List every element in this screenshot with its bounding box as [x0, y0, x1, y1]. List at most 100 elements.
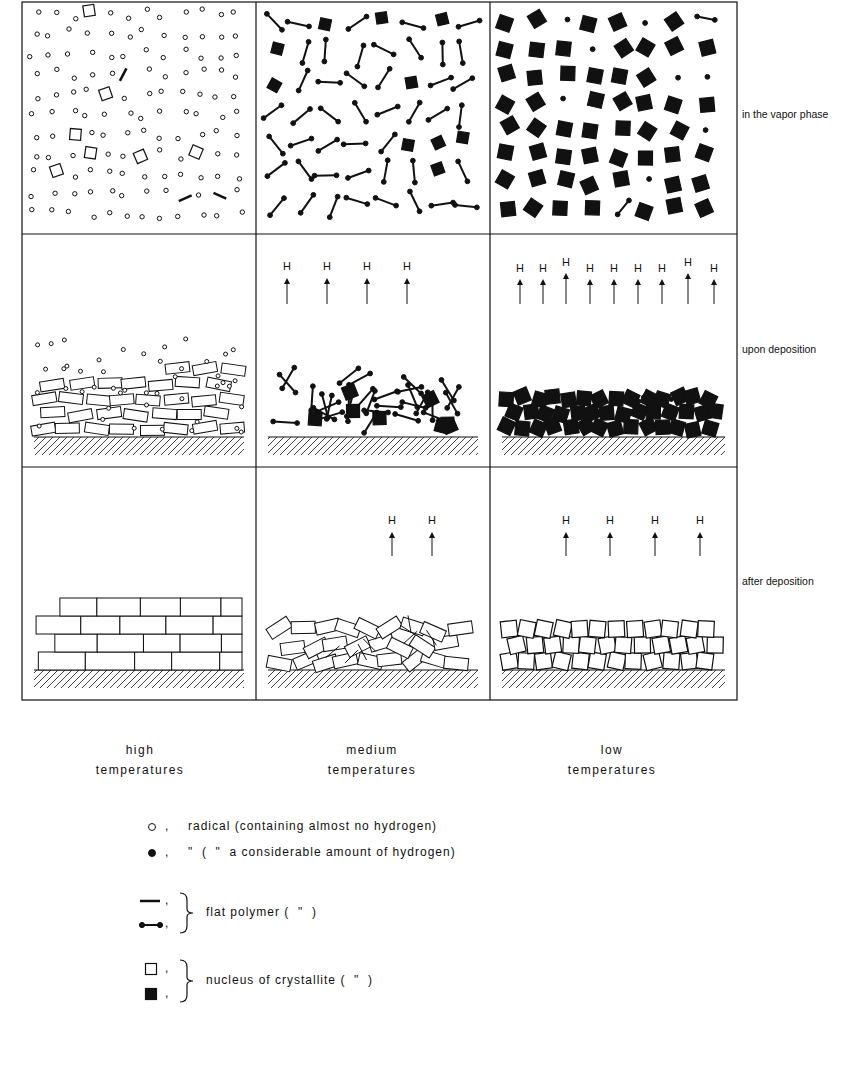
hydrogen-arrow [432, 537, 433, 556]
crystallite-nucleus [580, 15, 597, 32]
flat-polymer-h [374, 391, 397, 399]
crystallite [136, 394, 161, 406]
radical [108, 169, 112, 173]
radical [140, 215, 144, 219]
radical [219, 56, 223, 60]
legend-comma: , [165, 845, 168, 859]
radical [111, 189, 115, 193]
flat-polymer [179, 195, 192, 201]
crystallite-nucleus [590, 390, 609, 409]
crystallite [163, 422, 188, 435]
radical [231, 94, 235, 98]
hydrogen-radical [307, 24, 312, 29]
crystallite [70, 377, 95, 391]
crystallite [121, 377, 146, 390]
hydrogen-radical [280, 27, 285, 32]
hydrogen-radical [355, 64, 360, 69]
crystallite [97, 407, 122, 420]
crystallite-nucleus [319, 18, 332, 31]
hydrogen-radical [460, 61, 465, 66]
hydrogen-radical [407, 37, 412, 42]
hydrogen-radical [356, 366, 361, 371]
radical [88, 168, 92, 172]
radical [97, 358, 101, 362]
flat-polymer-h [301, 195, 314, 213]
crystallite-nucleus [609, 149, 627, 167]
crystallite-nucleus [636, 95, 653, 112]
grid-line [255, 2, 256, 700]
crystallite-nucleus [500, 116, 519, 135]
radical [173, 375, 177, 379]
radical [239, 430, 243, 434]
hydrogen-radical [371, 42, 376, 47]
flat-polymer-h [348, 17, 366, 29]
radical [219, 35, 223, 39]
grid-line [489, 2, 490, 700]
radical [235, 188, 239, 192]
flat-polymer-h [317, 402, 339, 411]
hydrogen-radical [337, 381, 342, 386]
hydrogen-radical [361, 43, 366, 48]
hydrogen-radical [261, 116, 266, 121]
radical [132, 426, 136, 430]
hydrogen-radical [344, 195, 349, 200]
hydrogen-arrow [638, 284, 639, 304]
graphite-layer [55, 634, 97, 652]
radical [198, 92, 202, 96]
radical [144, 48, 148, 52]
hydrogen-radical [457, 125, 462, 130]
radical [216, 374, 220, 378]
radical [71, 153, 75, 157]
crystallite-nucleus [271, 42, 284, 55]
crystallite-nucleus [49, 163, 63, 177]
crystallite-nucleus [84, 147, 96, 159]
crystallite [206, 377, 232, 392]
crystallite-nucleus [500, 652, 518, 670]
crystallite [204, 406, 229, 419]
hydrogen-arrow [590, 284, 591, 304]
hydrogen-radical [309, 136, 314, 141]
flat-polymer-h [376, 198, 397, 206]
flat-polymer-h [273, 422, 297, 424]
hydrogen-radical [157, 922, 162, 927]
crystallite-nucleus [680, 620, 698, 638]
substrate [268, 670, 478, 688]
flat-polymer-h [298, 161, 311, 179]
flat-polymer-h [267, 14, 282, 30]
disordered-layer [345, 650, 358, 663]
crystallite-nucleus [608, 13, 626, 31]
radical [83, 113, 87, 117]
crystallite [84, 422, 109, 435]
crystallite-nucleus [669, 636, 688, 655]
crystallite-nucleus [587, 68, 603, 84]
crystallite-nucleus [422, 391, 439, 408]
flat-polymer-h [315, 174, 337, 176]
crystallite-nucleus [553, 619, 572, 638]
hydrogen-radical [376, 85, 381, 90]
hydrogen-label: H [428, 514, 436, 527]
radical [213, 95, 217, 99]
crystallite [58, 392, 83, 405]
crystallite [192, 420, 217, 434]
graphite-layer [85, 652, 134, 670]
row-label: after deposition [742, 575, 814, 588]
graphite-layer [221, 598, 242, 616]
hydrogen-radical [373, 196, 378, 201]
flat-polymer-h [267, 163, 285, 176]
radical [109, 31, 113, 35]
hydrogen-radical [271, 419, 276, 424]
crystallite-nucleus [664, 96, 682, 114]
hydrogen-radical [400, 20, 405, 25]
crystallite-nucleus [402, 139, 415, 152]
radical [237, 177, 241, 181]
radical [35, 32, 39, 36]
hydrogen-radical [362, 430, 367, 435]
hydrogen-radical [419, 55, 424, 60]
crystallite-nucleus [670, 121, 689, 140]
crystallite-nucleus [529, 143, 546, 160]
arrow-head [611, 279, 617, 285]
hydrogen-arrow [327, 283, 328, 304]
crystallite-nucleus [663, 652, 680, 669]
substrate [502, 437, 725, 455]
crystallite-nucleus [563, 637, 580, 654]
